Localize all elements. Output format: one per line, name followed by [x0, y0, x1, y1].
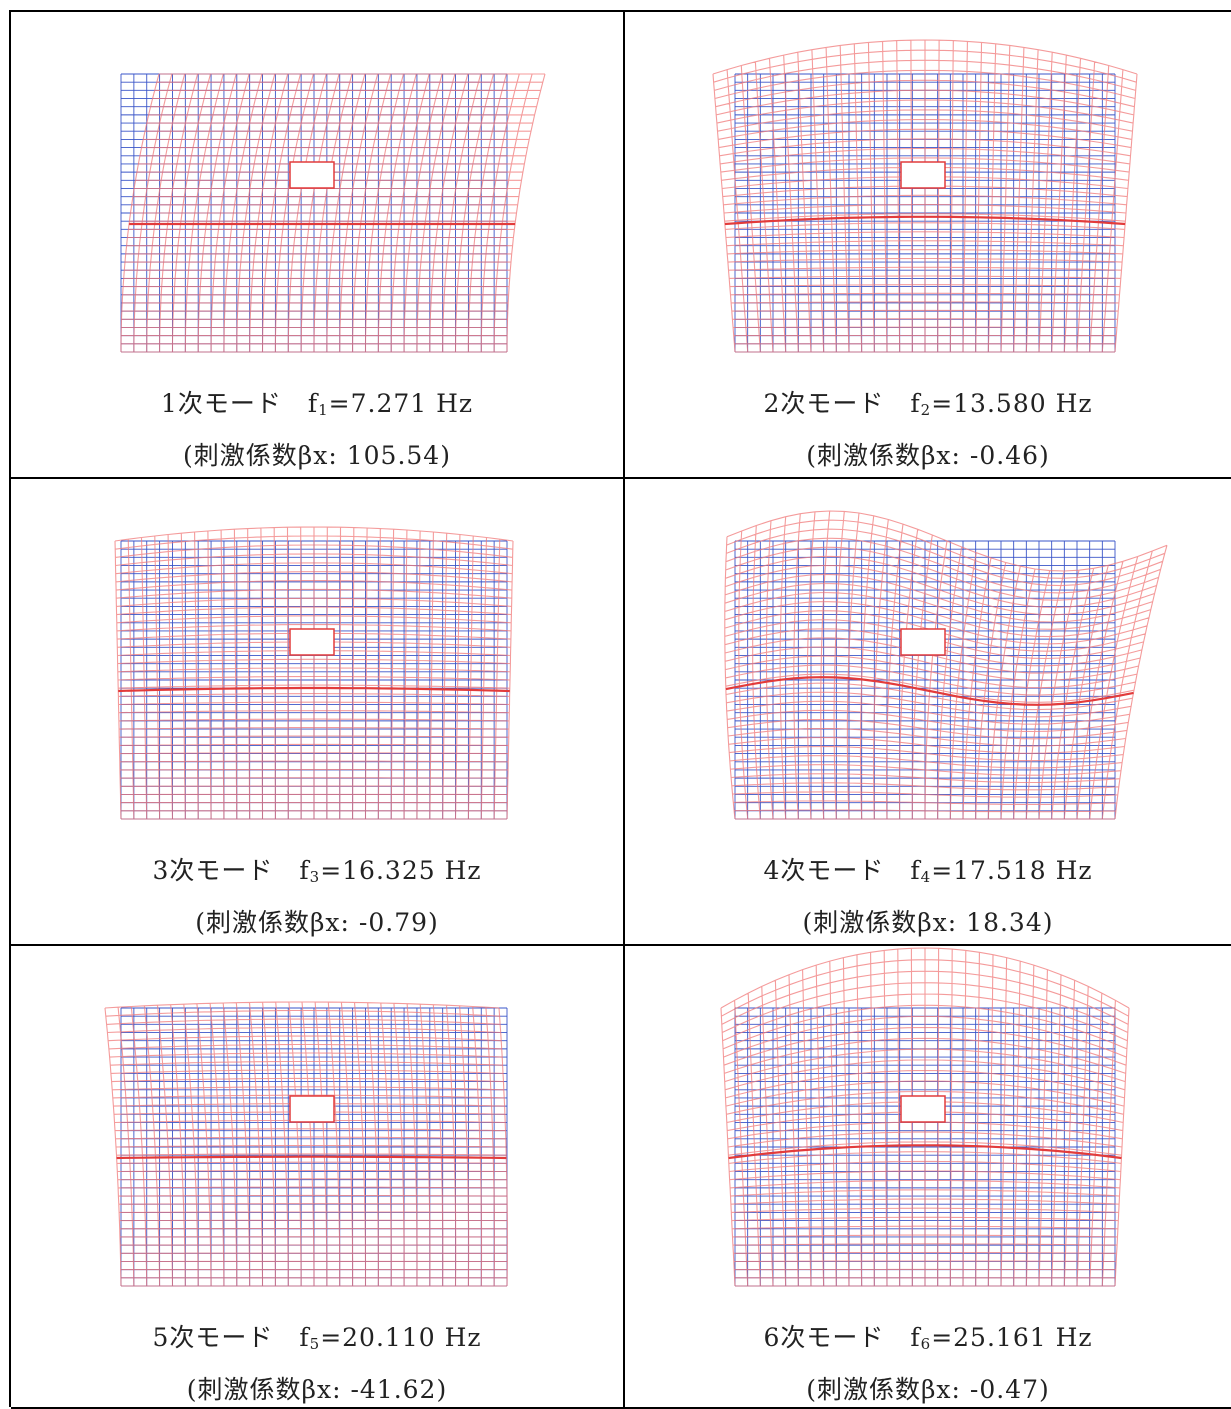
mesh-plot-4: [724, 510, 1168, 820]
mode-shape-figure-1: [11, 12, 623, 374]
mode-cell-4: 4次モード f4=17.518 Hz (刺激係数βx: 18.34): [625, 479, 1231, 946]
mesh-plot-1: [120, 73, 546, 353]
soil-interface-line: [725, 676, 1134, 706]
structure-opening: [289, 628, 335, 656]
participation-factor-1: (刺激係数βx: 105.54): [183, 441, 451, 470]
soil-interface-line: [728, 1144, 1122, 1160]
structure-opening: [289, 161, 335, 189]
mode-cell-1: 1次モード f1=7.271 Hz (刺激係数βx: 105.54): [11, 12, 625, 479]
freq-value: =13.580 Hz: [931, 389, 1093, 418]
mode-label: 次モード: [169, 856, 274, 885]
mode-order: 5: [152, 1323, 170, 1352]
mesh-plot-5: [104, 1001, 508, 1287]
mode-label: 次モード: [177, 389, 282, 418]
participation-factor-4: (刺激係数βx: 18.34): [802, 908, 1054, 937]
freq-subscript: 1: [318, 401, 329, 419]
soil-interface-line: [724, 215, 1126, 226]
freq-symbol: f: [299, 1323, 310, 1352]
mode-title-5: 5次モード f5=20.110 Hz: [11, 1318, 623, 1354]
participation-factor-5: (刺激係数βx: -41.62): [186, 1375, 448, 1404]
mode-cell-3: 3次モード f3=16.325 Hz (刺激係数βx: -0.79): [11, 479, 625, 946]
structure-opening: [289, 1095, 335, 1123]
soil-interface-line: [116, 1155, 507, 1160]
mode-label: 次モード: [169, 1323, 274, 1352]
mode-shape-figure-2: [625, 12, 1231, 374]
mode-shape-table: 1次モード f1=7.271 Hz (刺激係数βx: 105.54) 2次モード…: [9, 10, 1231, 1409]
mode-title-2: 2次モード f2=13.580 Hz: [625, 384, 1231, 420]
deformed-mesh: [114, 526, 514, 820]
freq-symbol: f: [307, 389, 319, 418]
freq-symbol: f: [910, 856, 921, 885]
mode-cell-6: 6次モード f6=25.161 Hz (刺激係数βx: -0.47): [625, 946, 1231, 1409]
mode-shape-figure-6: [625, 946, 1231, 1308]
mode-title-1: 1次モード f1=7.271 Hz: [11, 384, 623, 420]
mode-order: 2: [763, 389, 781, 418]
mode-shape-figure-4: [625, 479, 1231, 841]
freq-subscript: 5: [309, 1335, 321, 1353]
freq-symbol: f: [910, 1323, 921, 1352]
freq-value: =7.271 Hz: [328, 389, 474, 418]
participation-factor-2: (刺激係数βx: -0.46): [806, 441, 1050, 470]
mode-shape-figure-5: [11, 946, 623, 1308]
mode-cell-2: 2次モード f2=13.580 Hz (刺激係数βx: -0.46): [625, 12, 1231, 479]
freq-subscript: 6: [920, 1335, 932, 1353]
freq-subscript: 2: [920, 401, 932, 419]
freq-value: =17.518 Hz: [931, 856, 1093, 885]
freq-value: =16.325 Hz: [320, 856, 482, 885]
mesh-plot-2: [712, 39, 1138, 353]
mode-order: 3: [152, 856, 170, 885]
mesh-plot-6: [720, 947, 1130, 1287]
mode-title-4: 4次モード f4=17.518 Hz: [625, 851, 1231, 887]
mode-label: 次モード: [780, 1323, 885, 1352]
mode-label: 次モード: [780, 389, 885, 418]
mode-cell-5: 5次モード f5=20.110 Hz (刺激係数βx: -41.62): [11, 946, 625, 1409]
freq-symbol: f: [910, 389, 921, 418]
deformed-mesh: [104, 1001, 508, 1287]
mode-title-3: 3次モード f3=16.325 Hz: [11, 851, 623, 887]
deformed-mesh: [720, 947, 1130, 1287]
freq-subscript: 3: [309, 868, 321, 886]
mode-title-6: 6次モード f6=25.161 Hz: [625, 1318, 1231, 1354]
freq-value: =25.161 Hz: [931, 1323, 1093, 1352]
deformed-mesh: [712, 39, 1138, 353]
soil-interface-line: [118, 686, 510, 693]
participation-factor-3: (刺激係数βx: -0.79): [195, 908, 439, 937]
freq-symbol: f: [299, 856, 310, 885]
mode-order: 1: [160, 389, 178, 418]
freq-value: =20.110 Hz: [320, 1323, 482, 1352]
mode-order: 4: [763, 856, 781, 885]
structure-opening: [900, 628, 946, 656]
mode-label: 次モード: [780, 856, 885, 885]
participation-factor-6: (刺激係数βx: -0.47): [806, 1375, 1050, 1404]
structure-opening: [900, 161, 946, 189]
mesh-plot-3: [114, 526, 514, 820]
mode-order: 6: [763, 1323, 781, 1352]
freq-subscript: 4: [920, 868, 932, 886]
structure-opening: [900, 1095, 946, 1123]
mode-shape-figure-3: [11, 479, 623, 841]
